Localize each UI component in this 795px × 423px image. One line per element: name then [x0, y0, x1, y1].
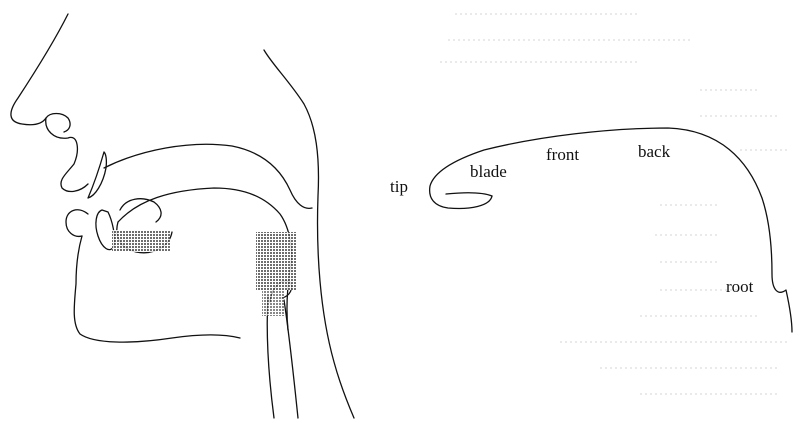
vocal-tract-outline: [11, 14, 354, 418]
lower-pharyngeal-shading: [262, 290, 284, 316]
tongue-tip: [120, 199, 161, 222]
label-tip: tip: [390, 177, 408, 196]
tongue-tip-inner-line: [446, 193, 492, 196]
label-back: back: [638, 142, 671, 161]
nostril: [46, 114, 70, 133]
nose-and-upper-lip-outline: [11, 14, 88, 191]
tongue-profile: [430, 128, 792, 332]
bleed-through-texture: [440, 14, 790, 394]
lower-teeth: [96, 210, 115, 250]
trachea-wall: [284, 300, 298, 418]
label-front: front: [546, 145, 579, 164]
alveolar-contact-shading: [112, 230, 170, 252]
label-root: root: [726, 277, 754, 296]
lower-lip: [66, 210, 88, 237]
label-blade: blade: [470, 162, 507, 181]
pharyngeal-contact-shading: [256, 232, 296, 290]
upper-teeth: [88, 152, 106, 198]
tongue-parts-diagram: tip blade front back root: [390, 128, 792, 332]
